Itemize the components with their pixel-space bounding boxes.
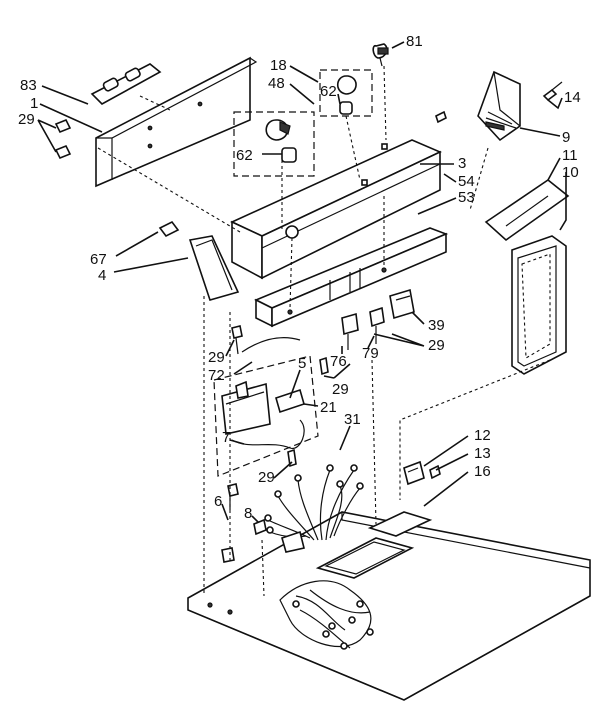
callout-48: 48 (268, 75, 285, 92)
timer-bracket-9 (477, 70, 521, 142)
wire-72 (241, 337, 301, 353)
callout-29-left: 29 (208, 349, 225, 366)
switch-76 (341, 312, 359, 350)
plug-6 (221, 547, 235, 563)
callout-62-top: 62 (320, 83, 337, 100)
light-lens-11 (484, 179, 570, 242)
callout-72: 72 (208, 367, 225, 384)
wire-harness-31 (264, 464, 364, 553)
screw-13 (429, 464, 441, 480)
callout-79: 79 (362, 345, 379, 362)
screw-29-top-left (54, 118, 72, 160)
callout-67: 67 (90, 251, 107, 268)
callout-12: 12 (474, 427, 491, 444)
callout-29-right: 29 (428, 337, 445, 354)
callout-83: 83 (20, 77, 37, 94)
callout-53: 53 (458, 189, 475, 206)
callout-29-top-left: 29 (18, 111, 35, 128)
callout-29-lower: 29 (258, 469, 275, 486)
callout-54: 54 (458, 173, 475, 190)
callout-3: 3 (458, 155, 466, 172)
callout-8: 8 (244, 505, 252, 522)
knob-assembly-box-left (233, 111, 315, 177)
callout-29-middle: 29 (332, 381, 349, 398)
callout-7: 7 (222, 429, 230, 446)
callout-5: 5 (298, 355, 306, 372)
callout-76: 76 (330, 353, 347, 370)
light-housing-10 (511, 235, 567, 375)
knob-81 (372, 43, 389, 67)
callout-16: 16 (474, 463, 491, 480)
screw-14 (542, 81, 563, 102)
callout-39: 39 (428, 317, 445, 334)
grommet-8 (253, 518, 267, 536)
screws-29-lower (227, 325, 329, 510)
top-panel-base (187, 511, 591, 701)
clip-67 (158, 220, 180, 238)
callout-10: 10 (562, 164, 579, 181)
screw-9 (435, 110, 447, 124)
callout-81: 81 (406, 33, 423, 50)
callout-4: 4 (98, 267, 106, 284)
assembly-guide-lines (97, 65, 551, 597)
switch-39 (389, 288, 415, 320)
console-back-panel (95, 56, 258, 188)
callout-labels: 83 1 29 18 48 62 81 14 9 62 3 54 53 11 1… (18, 33, 581, 522)
end-cap-83 (90, 63, 162, 105)
callout-6: 6 (214, 493, 222, 510)
callout-14: 14 (564, 89, 581, 106)
callout-21: 21 (320, 399, 337, 416)
terminal-block-12 (403, 460, 425, 486)
callout-1: 1 (30, 95, 38, 112)
callout-13: 13 (474, 445, 491, 462)
callout-9: 9 (562, 129, 570, 146)
control-console-panel (230, 139, 442, 280)
timer-motor-box (213, 355, 319, 477)
callout-leaders (37, 41, 567, 523)
callout-62-left: 62 (236, 147, 253, 164)
end-cap-4 (188, 235, 240, 301)
callout-11: 11 (562, 147, 578, 164)
callout-31: 31 (344, 411, 361, 428)
control-strip-53 (254, 227, 449, 328)
callout-18: 18 (270, 57, 287, 74)
